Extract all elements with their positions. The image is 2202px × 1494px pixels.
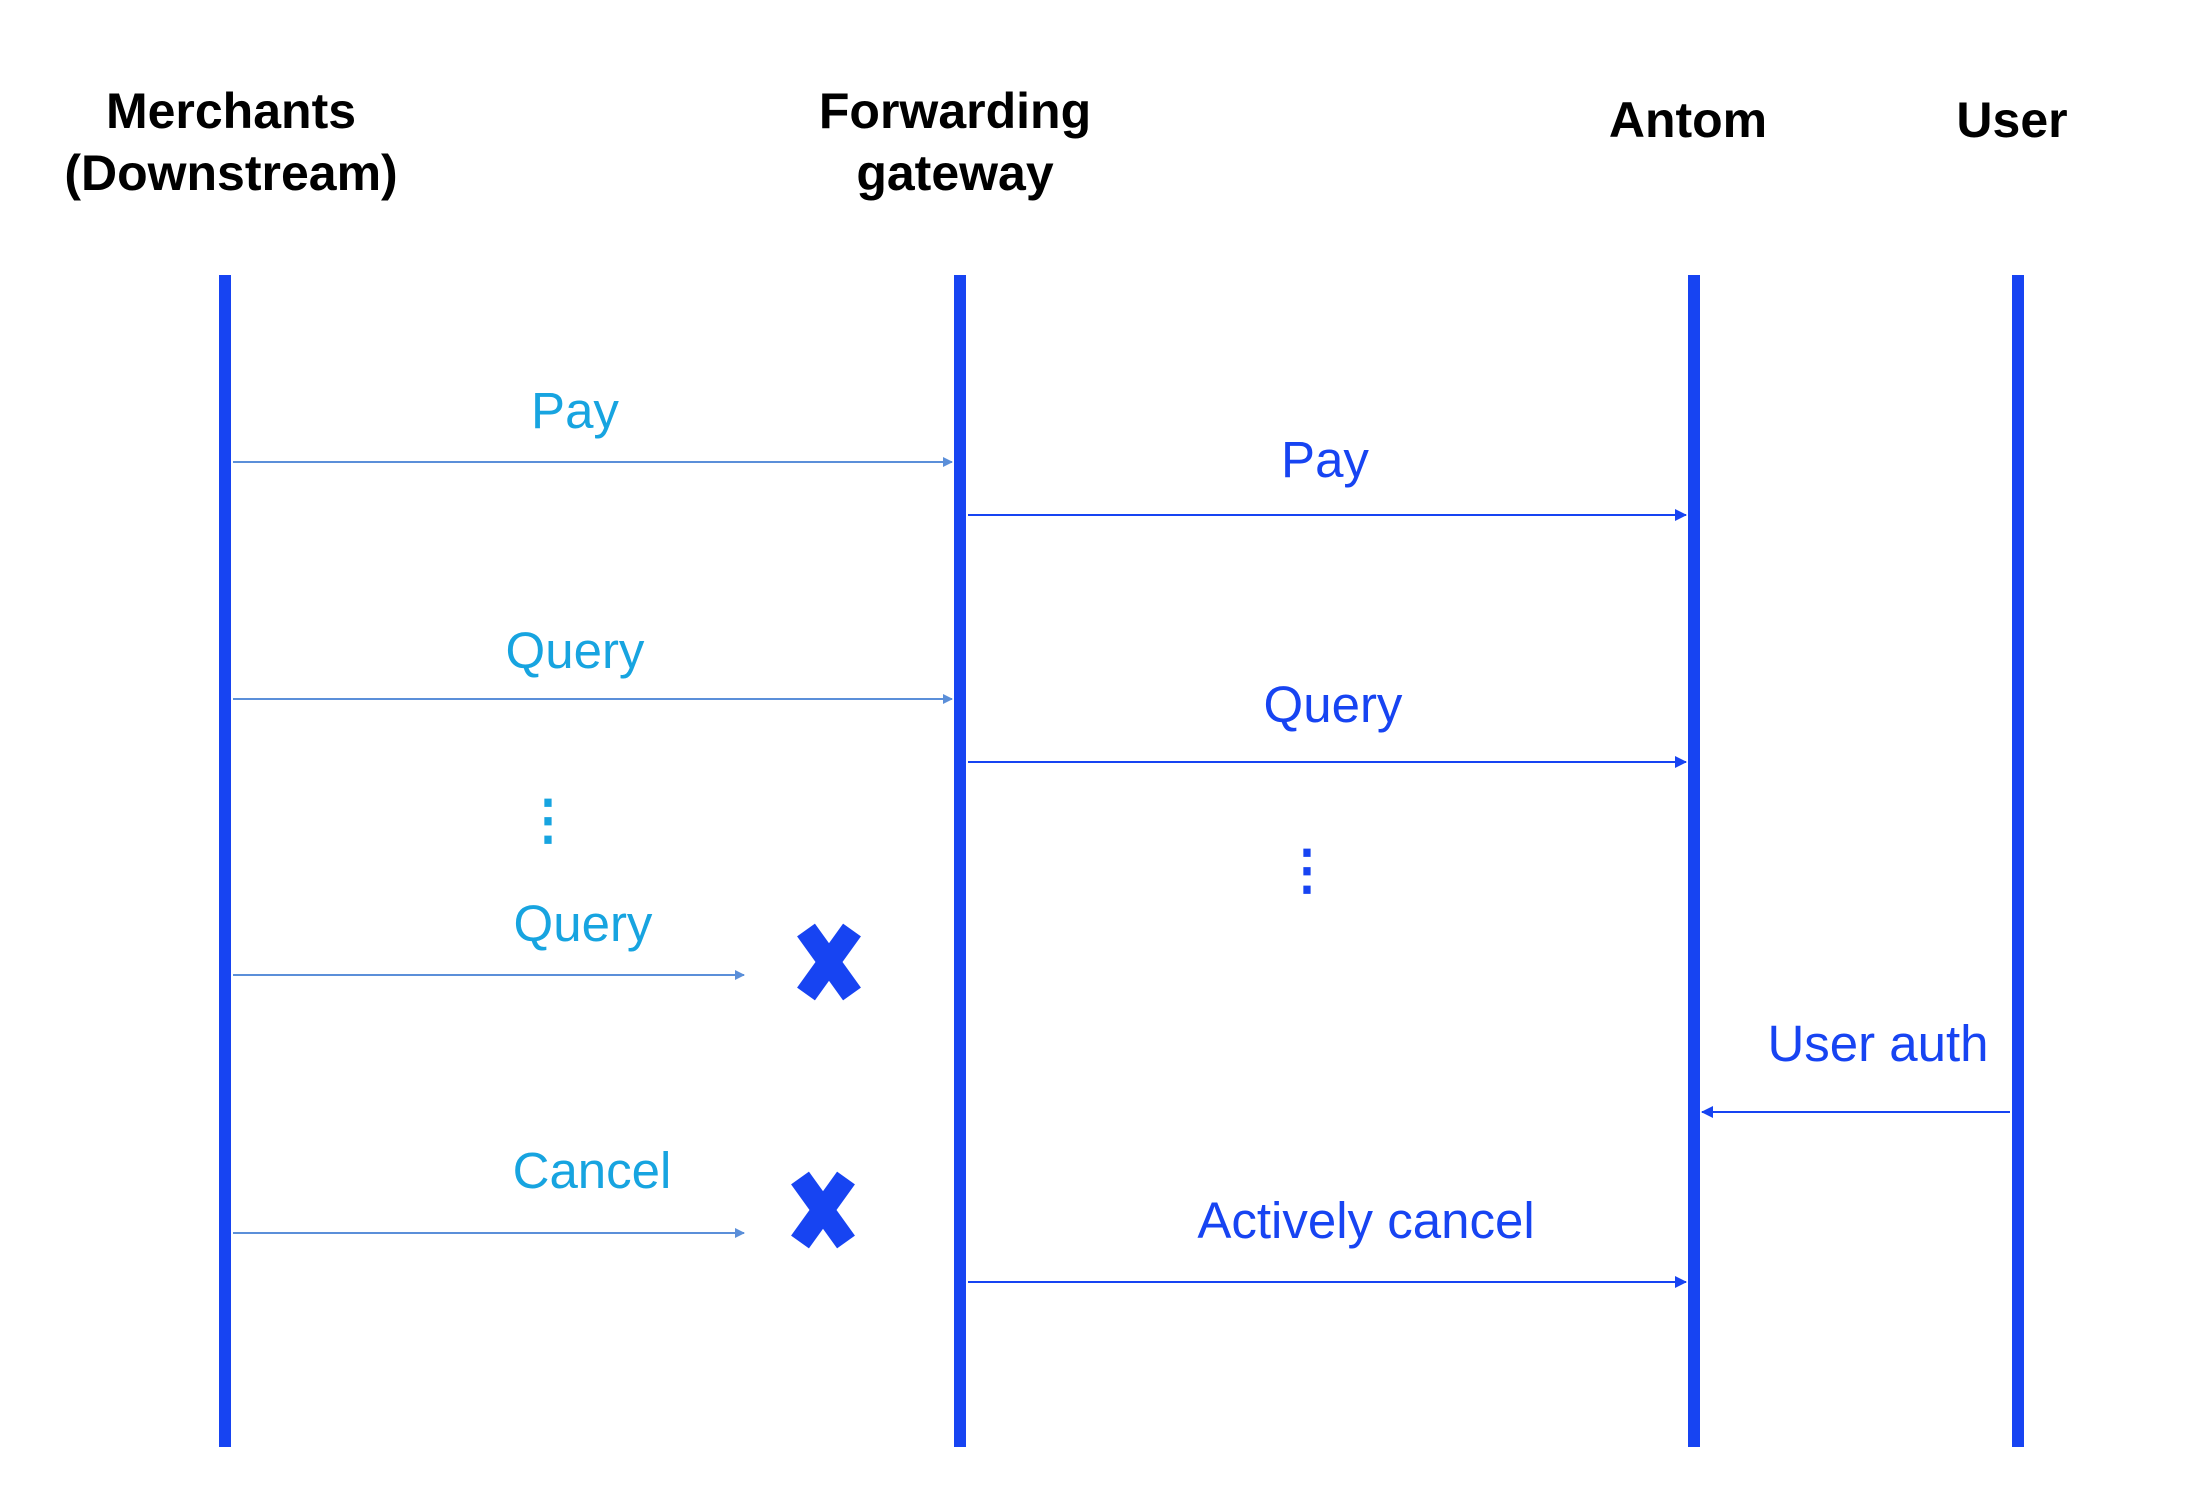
message-pay-to-antom: Pay xyxy=(968,431,1687,521)
gateway-title-line2: gateway xyxy=(856,145,1054,201)
message-user-auth: User auth xyxy=(1701,1015,2010,1118)
message-query-failed: Query xyxy=(233,895,861,1001)
continuation-dots-upstream: ⋮ xyxy=(1280,840,1334,900)
participant-gateway-title: Forwarding gateway xyxy=(819,83,1091,201)
gateway-lifeline xyxy=(954,275,966,1447)
message-actively-cancel: Actively cancel xyxy=(968,1192,1687,1288)
continuation-dots-downstream: ⋮ xyxy=(521,790,575,850)
message-label: Cancel xyxy=(513,1142,672,1199)
user-lifeline xyxy=(2012,275,2024,1447)
participant-antom-title: Antom xyxy=(1609,92,1767,148)
antom-lifeline xyxy=(1688,275,1700,1447)
message-label: Actively cancel xyxy=(1197,1192,1534,1249)
gateway-title-line1: Forwarding xyxy=(819,83,1091,139)
x-mark-icon xyxy=(791,1171,855,1249)
message-label: Query xyxy=(506,622,645,679)
message-query-to-gateway: Query xyxy=(233,622,953,704)
message-label: Pay xyxy=(1281,431,1369,488)
merchants-title-line2: (Downstream) xyxy=(64,145,397,201)
merchants-lifeline xyxy=(219,275,231,1447)
message-cancel-failed: Cancel xyxy=(233,1142,855,1249)
participant-merchants-title: Merchants (Downstream) xyxy=(64,83,397,201)
message-label: User auth xyxy=(1767,1015,1988,1072)
merchants-title-line1: Merchants xyxy=(106,83,356,139)
message-query-to-antom: Query xyxy=(968,676,1687,768)
message-label: Pay xyxy=(531,382,619,439)
message-label: Query xyxy=(514,895,653,952)
message-label: Query xyxy=(1264,676,1403,733)
message-pay-to-gateway: Pay xyxy=(233,382,953,467)
x-mark-icon xyxy=(797,923,861,1001)
participant-user-title: User xyxy=(1956,92,2067,148)
